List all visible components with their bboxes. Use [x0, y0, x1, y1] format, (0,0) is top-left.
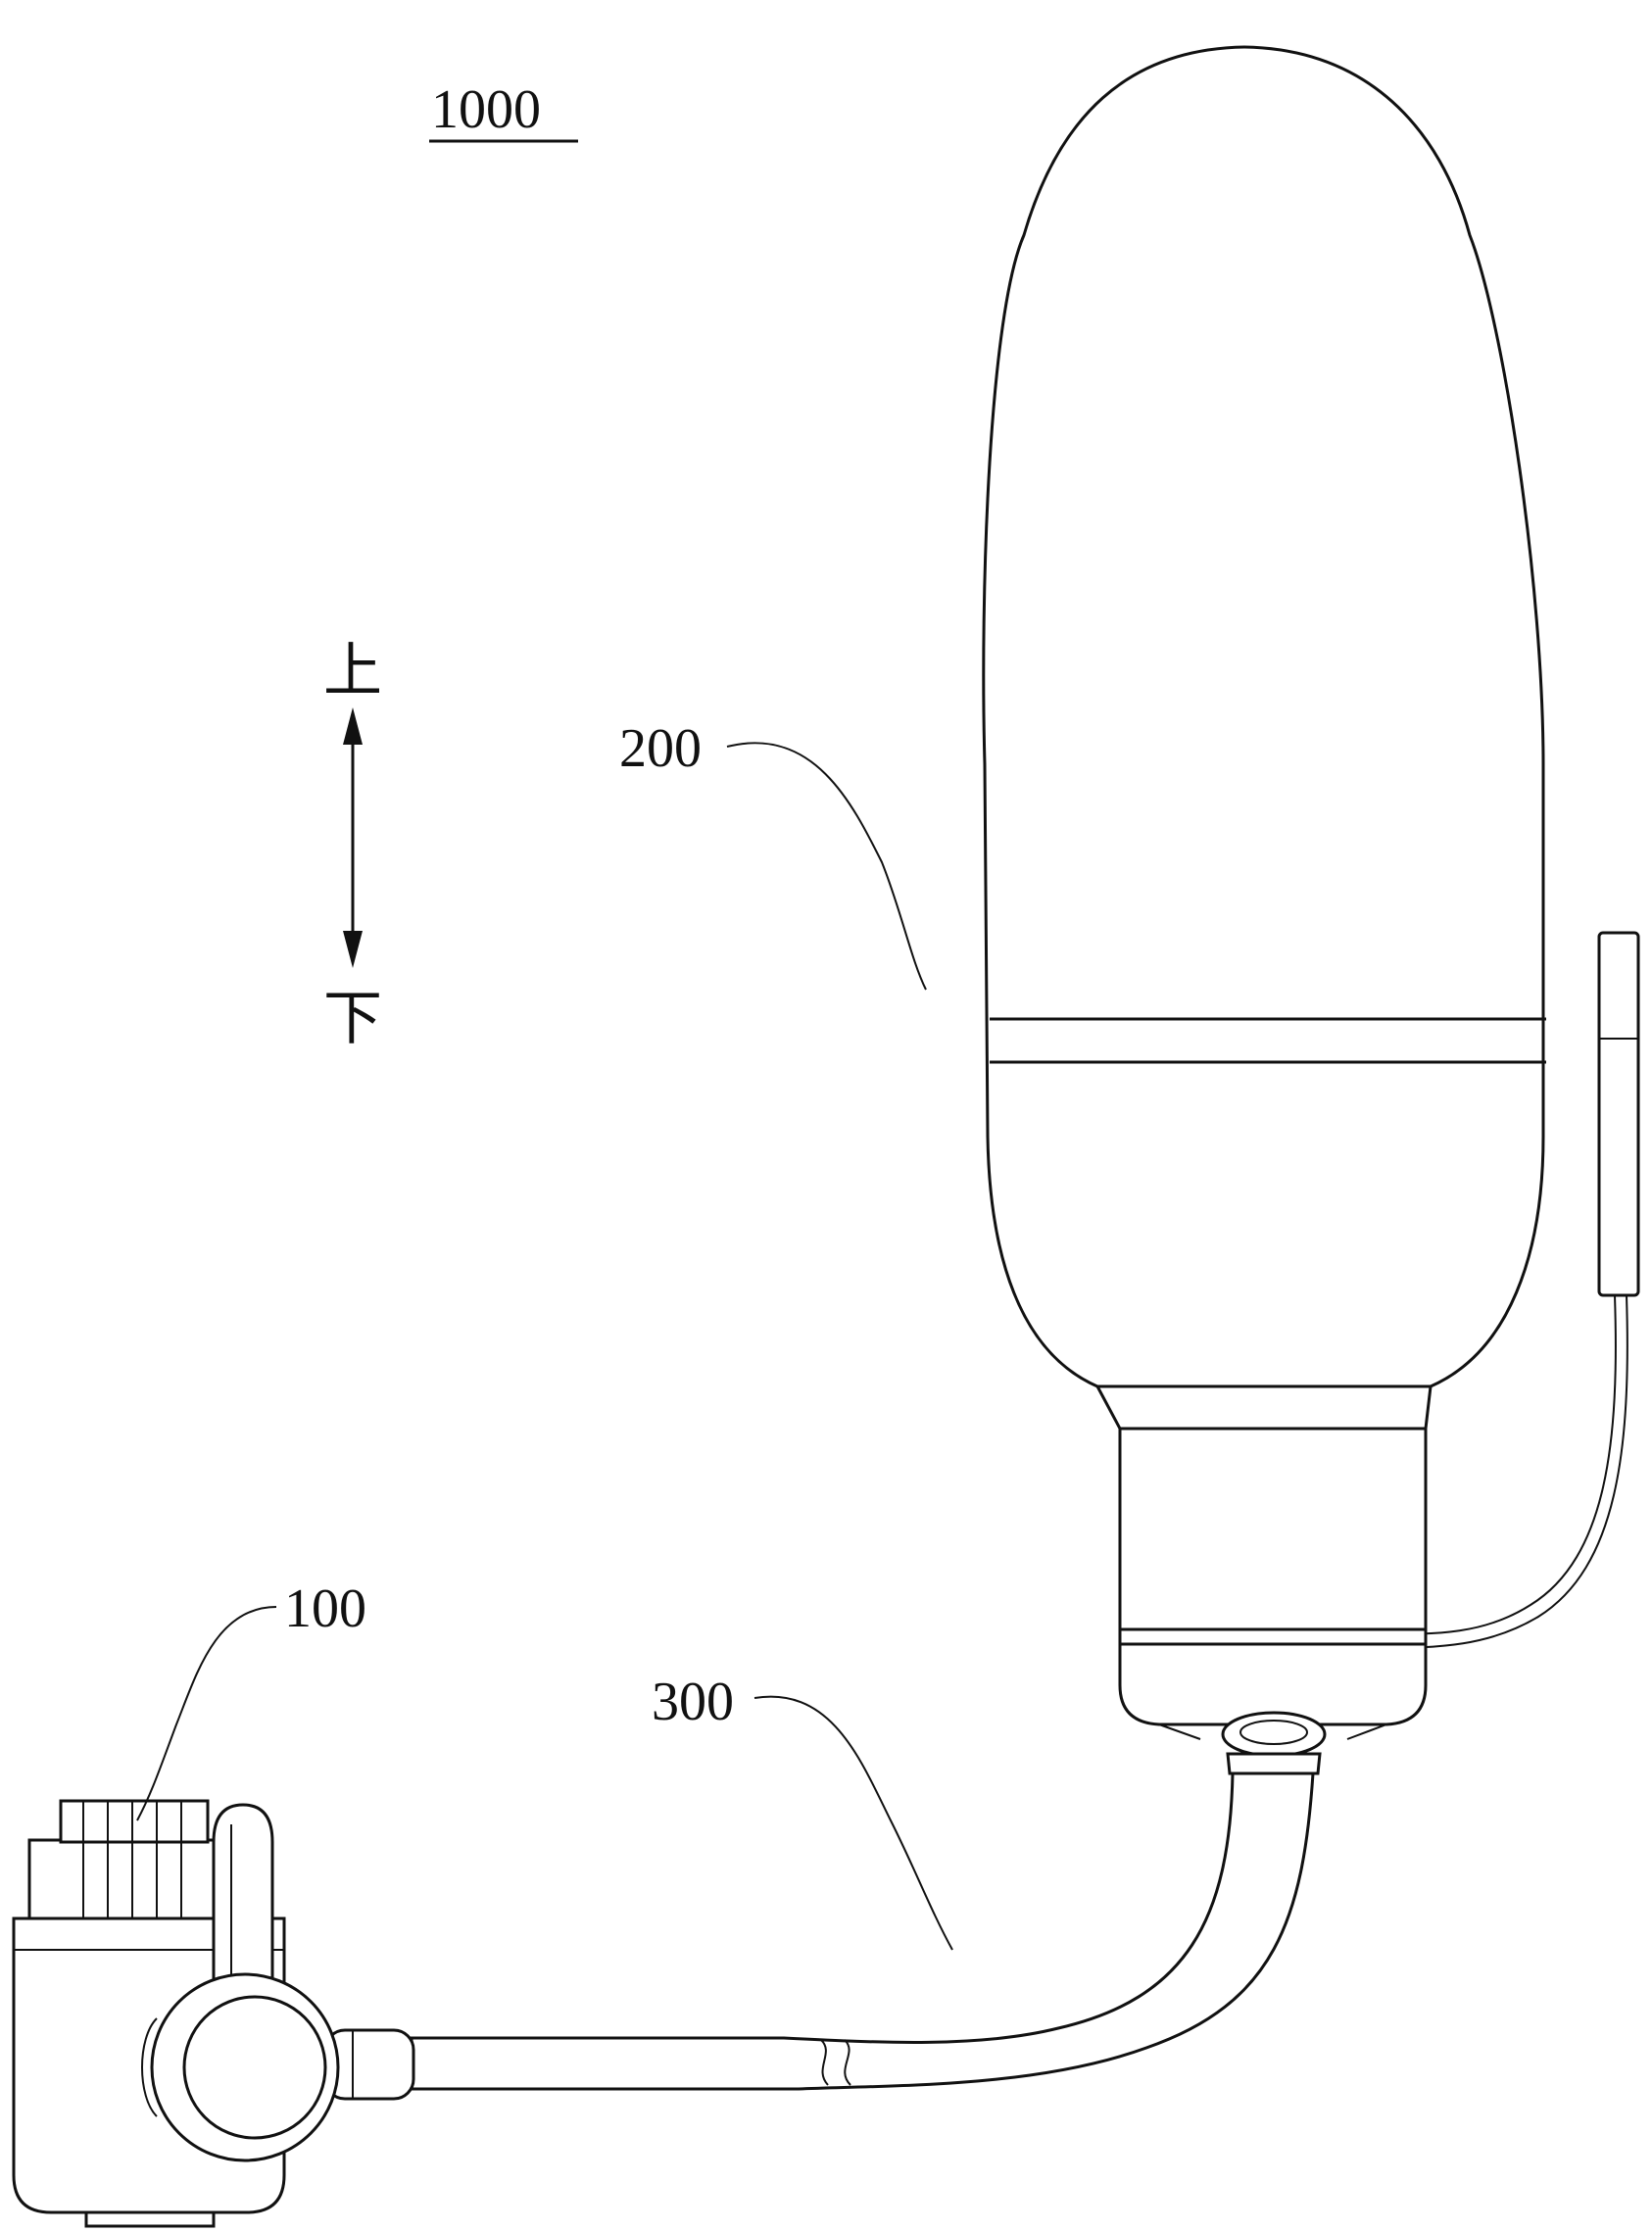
tank-body — [982, 45, 1545, 1388]
valve-top-knob — [27, 1838, 218, 1920]
callout-200-leader — [726, 742, 927, 991]
hose-break-mark-right — [844, 2039, 851, 2086]
callout-300: 300 — [652, 1672, 953, 1951]
sensor-cable-outer — [1376, 1294, 1628, 1649]
callout-300-leader — [753, 1695, 953, 1951]
valve-top-knob-upper — [59, 1799, 210, 1844]
sensor-cable-inner — [1376, 1294, 1617, 1635]
outlet-nozzle-inner — [1239, 1720, 1308, 1745]
hose-body — [410, 1771, 1315, 2091]
arrow-up-head-icon — [343, 707, 363, 745]
hose-break-mark-left — [820, 2039, 829, 2086]
valve-dial-inner — [182, 1995, 327, 2140]
valve-100 — [12, 1799, 340, 2228]
callout-200-label: 200 — [619, 718, 702, 779]
callout-200: 200 — [619, 718, 927, 991]
tank-200 — [982, 45, 1640, 1758]
arrow-down-head-icon — [343, 931, 363, 968]
down-label: 下 — [323, 987, 382, 1051]
tank-neck-ring — [1094, 1384, 1433, 1431]
valve-dial-sleeve — [141, 2017, 158, 2117]
tank-base-cap — [1118, 1427, 1428, 1726]
hose-300 — [323, 1752, 1322, 2101]
figure-number: 1000 — [431, 79, 541, 140]
up-label: 上 — [323, 639, 382, 704]
callout-100-leader — [136, 1606, 277, 1821]
callout-100: 100 — [136, 1578, 366, 1821]
valve-foot — [84, 2210, 216, 2228]
side-sensor-plate — [1597, 931, 1640, 1297]
outlet-base-fins — [1158, 1723, 1387, 1740]
callout-300-label: 300 — [652, 1672, 734, 1732]
hose-collar — [1226, 1752, 1322, 1775]
outlet-nozzle — [1221, 1711, 1327, 1758]
direction-indicator: 上 下 — [323, 639, 382, 1051]
callout-100-label: 100 — [284, 1578, 366, 1639]
valve-lever — [212, 1803, 274, 2020]
